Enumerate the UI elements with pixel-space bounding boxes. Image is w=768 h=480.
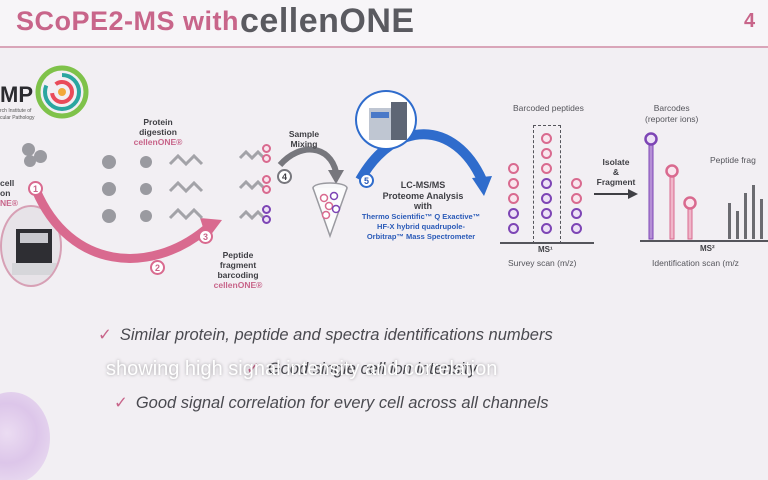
identification-scan-label: Identification scan (m/z	[652, 258, 739, 268]
peptide-ion	[508, 163, 519, 174]
step-5-marker: 5	[359, 173, 374, 188]
cell-dot	[34, 150, 47, 163]
check-icon: ✓	[98, 326, 112, 344]
ms2-axis	[640, 240, 768, 242]
barcoded-peptide-column-box	[533, 125, 561, 244]
protein-dot	[102, 209, 116, 223]
barcode-tag	[262, 144, 271, 153]
peptide-ion	[508, 208, 519, 219]
protein-dot	[102, 155, 116, 169]
barcode-tag	[262, 175, 271, 184]
logo-line-1: rch Institute of	[0, 108, 32, 114]
logo: MP rch Institute of cular Pathology	[0, 58, 100, 128]
logo-swirl-icon	[35, 65, 89, 119]
protein-dot	[102, 182, 116, 196]
step-4-marker: 4	[277, 169, 292, 184]
protein-digestion-label: Protein digestion cellenONE®	[133, 117, 183, 147]
peptide-ion	[508, 178, 519, 189]
peptide-ion	[541, 163, 552, 174]
digested-protein-icons	[140, 153, 204, 222]
step-2-marker: 2	[150, 260, 165, 275]
logo-line-2: cular Pathology	[0, 115, 35, 121]
peptide-ion	[541, 208, 552, 219]
peptide-ion	[541, 223, 552, 234]
bullet-3-text: Good signal correlation for every cell a…	[135, 394, 549, 412]
cell-decoration	[0, 392, 50, 480]
ms2-spectrum	[644, 132, 763, 240]
ms1-label: MS¹	[538, 245, 553, 254]
barcodes-label: Barcodes (reporter ions)	[645, 103, 699, 124]
single-cell-label: cell on NE®	[0, 178, 19, 208]
barcoded-fragment-icons	[238, 149, 266, 221]
cellenone-instrument-image	[0, 205, 62, 287]
peptide-ion	[571, 178, 582, 189]
barcode-tag	[262, 215, 271, 224]
logo-short-text: MP	[0, 82, 33, 107]
barcoded-peptides-label: Barcoded peptides	[513, 103, 584, 113]
step-3-marker: 3	[198, 229, 213, 244]
lcms-title: LC-MS/MS Proteome Analysis with	[382, 180, 464, 211]
title-bar	[0, 0, 768, 46]
cellenone-brand-title: cellenONE	[240, 2, 415, 41]
sample-mixing-label: Sample Mixing	[288, 129, 320, 149]
bullet-1: ✓ Similar protein, peptide and spectra id…	[98, 325, 553, 345]
mass-spectrometer-image	[355, 90, 417, 150]
survey-scan-label: Survey scan (m/z)	[508, 258, 577, 268]
peptide-ion	[541, 193, 552, 204]
slide-title: SCoPE2-MS with	[16, 6, 240, 36]
workflow-arrows	[31, 129, 492, 263]
peptide-ion	[541, 133, 552, 144]
peptide-ion	[508, 223, 519, 234]
bullet-2: ✓ Good single cell ion intensity	[246, 359, 477, 379]
bullet-3: ✓ Good signal correlation for every cell …	[114, 393, 549, 413]
peptide-ion	[541, 178, 552, 189]
barcode-tag	[262, 205, 271, 214]
sample-tube-icon	[312, 182, 348, 239]
cell-dot	[22, 143, 35, 156]
video-subtitle: showing high signal intensity and correl…	[106, 358, 498, 380]
peptide-fragments-label: Peptide frag	[710, 155, 756, 165]
bullet-1-text: Similar protein, peptide and spectra ide…	[119, 326, 553, 344]
title-underline	[0, 46, 768, 48]
check-icon: ✓	[114, 394, 128, 412]
isolate-arrow-icon	[594, 189, 638, 199]
ms1-axis	[500, 242, 594, 244]
cell-dot	[24, 155, 36, 167]
peptide-ion	[571, 223, 582, 234]
peptide-barcoding-label: Peptide fragment barcoding cellenONE®	[213, 250, 263, 290]
cellenone-brand-text: cellenONE	[240, 2, 415, 40]
instrument-icon	[12, 229, 58, 275]
bullet-2-text: Good single cell ion intensity	[267, 360, 477, 378]
peptide-ion	[508, 193, 519, 204]
barcode-tag	[262, 185, 271, 194]
isolate-fragment-label: Isolate & Fragment	[596, 157, 636, 187]
corner-decoration: 4	[744, 10, 756, 32]
instrument-label: Thermo Scientific™ Q Exactive™ HF-X hybr…	[361, 212, 481, 241]
peptide-ion	[571, 193, 582, 204]
ms2-label: MS²	[700, 244, 715, 253]
check-icon: ✓	[246, 360, 260, 378]
step-1-marker: 1	[28, 181, 43, 196]
peptide-ion	[571, 208, 582, 219]
mass-spec-icon	[369, 102, 407, 140]
barcode-tag	[262, 154, 271, 163]
peptide-ion	[541, 148, 552, 159]
